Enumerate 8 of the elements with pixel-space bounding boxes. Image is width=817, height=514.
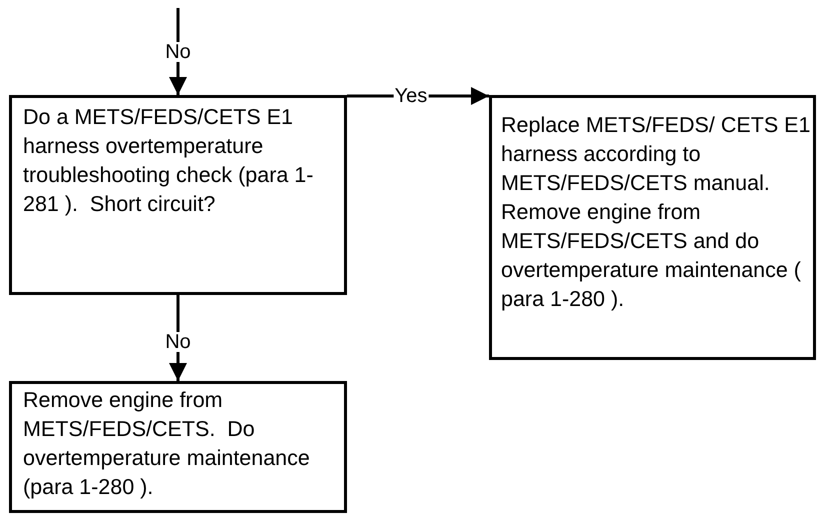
process-box bbox=[9, 381, 347, 513]
box-text: Replace METS/FEDS/ CETS E1 harness according to METS/FEDS/CETS manual. Remove engine from METS/FEDS/CETS and do overtemperature maintenance ( para 1-280 ). bbox=[501, 112, 811, 313]
process-box bbox=[489, 95, 816, 360]
edge-label: No bbox=[164, 332, 192, 352]
edge-label: No bbox=[164, 42, 192, 62]
process-box bbox=[9, 95, 347, 295]
box-text: Remove engine from METS/FEDS/CETS. Do overtemperature maintenance (para 1-280 ). bbox=[23, 387, 311, 501]
box-text: Do a METS/FEDS/CETS E1 harness overtemperature troubleshooting check (para 1-281 ). Short circuit? bbox=[23, 104, 314, 218]
